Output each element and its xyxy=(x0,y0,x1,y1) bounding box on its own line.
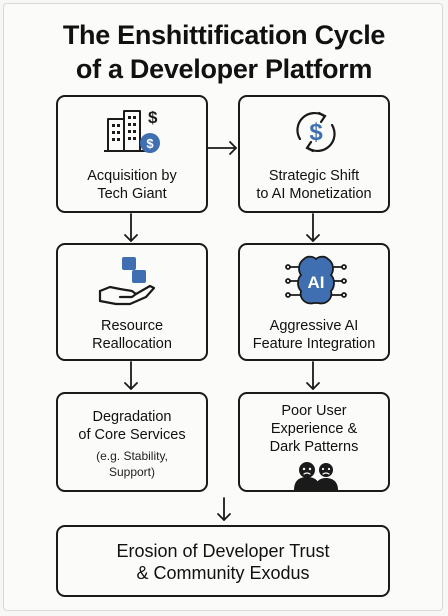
acquisition-label-line-2: Tech Giant xyxy=(97,186,167,202)
arrow-to-erosion xyxy=(217,497,231,521)
ai-integration-label-line-1: Aggressive AI xyxy=(269,318,359,334)
arrow-shift-to-ai xyxy=(306,213,320,242)
svg-text:$: $ xyxy=(146,136,154,151)
resource-label-line-2: Reallocation xyxy=(92,336,172,352)
svg-text:AI: AI xyxy=(308,273,325,292)
svg-text:$: $ xyxy=(309,119,323,146)
unhappy-users-icon xyxy=(294,462,338,490)
ai-integration-label-line-2: Feature Integration xyxy=(252,336,376,352)
arrow-acquisition-to-resource xyxy=(124,213,138,242)
node-poor-ux: Poor User Experience & Dark Patterns xyxy=(238,392,390,492)
title-line-1: The Enshittification Cycle xyxy=(62,20,386,50)
poor-ux-label-line-3: Dark Patterns xyxy=(269,439,359,455)
node-degradation: Degradation of Core Services (e.g. Stabi… xyxy=(56,392,208,492)
degradation-note-line-2: Support) xyxy=(108,465,156,479)
degradation-note-line-1: (e.g. Stability, xyxy=(96,449,168,463)
arrow-acquisition-to-shift xyxy=(207,141,237,155)
arrow-ai-to-poorux xyxy=(306,361,320,390)
node-ai-integration: AI Aggressive AI Feature Integration xyxy=(238,243,390,361)
arrow-resource-to-degradation xyxy=(124,361,138,390)
dollar-cycle-icon: $ xyxy=(296,111,336,153)
svg-text:$: $ xyxy=(148,108,158,127)
buildings-dollar-icon: $ $ xyxy=(104,108,160,153)
node-acquisition: $ $ Acquisition by Tech Giant xyxy=(56,95,208,213)
hand-blocks-icon xyxy=(98,257,156,306)
degradation-label-line-2: of Core Services xyxy=(78,427,186,443)
erosion-label-line-2: & Community Exodus xyxy=(136,563,310,583)
node-strategic-shift: $ Strategic Shift to AI Monetization xyxy=(238,95,390,213)
diagram-title: The Enshittification Cycle of a Develope… xyxy=(0,18,448,86)
erosion-label-line-1: Erosion of Developer Trust xyxy=(116,541,330,561)
strategic-shift-label-line-1: Strategic Shift xyxy=(268,168,360,184)
acquisition-label-line-1: Acquisition by xyxy=(87,168,177,184)
title-line-2: of a Developer Platform xyxy=(75,54,373,84)
strategic-shift-label-line-2: to AI Monetization xyxy=(256,186,372,202)
poor-ux-label-line-1: Poor User xyxy=(281,403,347,419)
node-resource-reallocation: Resource Reallocation xyxy=(56,243,208,361)
poor-ux-label-line-2: Experience & xyxy=(270,421,358,437)
node-erosion: Erosion of Developer Trust & Community E… xyxy=(56,525,390,597)
degradation-label-line-1: Degradation xyxy=(92,409,172,425)
ai-chip-icon: AI xyxy=(285,255,347,305)
resource-label-line-1: Resource xyxy=(100,318,164,334)
